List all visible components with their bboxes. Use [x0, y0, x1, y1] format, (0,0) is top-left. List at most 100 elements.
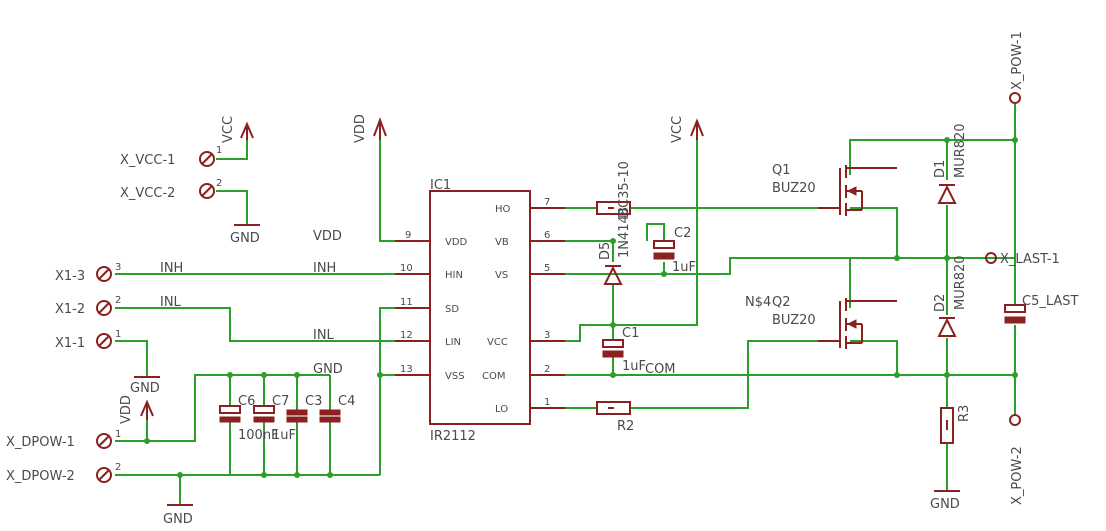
wire-vcc2 [216, 190, 248, 224]
capacitor-c6[interactable] [219, 405, 241, 423]
resistor-r3[interactable] [940, 407, 954, 444]
component-name: C7 [272, 394, 289, 409]
capacitor-c1[interactable] [602, 339, 624, 358]
capacitor-c2[interactable] [653, 240, 675, 260]
supply-label: VCC [221, 116, 236, 143]
ic-pin-name: SD [445, 304, 459, 315]
junction-dot [610, 372, 616, 378]
capacitor-c4[interactable] [319, 409, 341, 423]
wire-vdd-pin9 [379, 140, 430, 242]
junction-dot [1012, 372, 1018, 378]
wire-inl [115, 307, 430, 342]
diode-d2[interactable] [937, 317, 957, 337]
component-value: BUZ20 [772, 313, 816, 328]
junction-dot [944, 137, 950, 143]
junction-dot [894, 255, 900, 261]
component-value: MUR820 [953, 255, 968, 310]
terminal-dpow2[interactable] [96, 467, 112, 483]
net-label: INH [313, 261, 336, 276]
ic-value: IR2112 [430, 429, 476, 444]
component-name: Q2 [772, 295, 791, 310]
component-value: DC35-10 [617, 161, 632, 218]
component-value: 100nF [238, 428, 279, 443]
component-value: 1N4148 [617, 207, 632, 258]
component-name: D1 [933, 160, 948, 178]
junction-dot [294, 372, 300, 378]
supply-label: VDD [353, 114, 368, 143]
mosfet-q2[interactable] [818, 298, 897, 349]
ic-pin-name: COM [482, 371, 505, 382]
gnd-label: GND [230, 231, 260, 246]
terminal-dpow1[interactable] [96, 433, 112, 449]
terminal-pow2[interactable] [1009, 414, 1021, 426]
resistor-r2[interactable] [596, 401, 631, 415]
connector-label: X_VCC-2 [120, 186, 175, 201]
ic-pin-number: 9 [405, 230, 411, 241]
gnd-label: GND [130, 381, 160, 396]
ic-pin-number: 12 [400, 330, 413, 341]
pin-number: 1 [216, 145, 222, 156]
component-name: C2 [674, 226, 691, 241]
pin-number: 2 [216, 178, 222, 189]
component-name: D2 [933, 294, 948, 312]
terminal-vcc2[interactable] [199, 183, 215, 199]
terminal-pow1[interactable] [1009, 92, 1021, 104]
component-name: C1 [622, 326, 639, 341]
resistor-r1[interactable] [596, 201, 631, 215]
junction-dot [610, 322, 616, 328]
ic-pin-number: 3 [544, 330, 550, 341]
mosfet-q1[interactable] [818, 165, 897, 216]
wire-x11-gnd [115, 340, 148, 376]
net-label: N$4 [745, 295, 771, 310]
junction-dot [294, 472, 300, 478]
component-value: 1uF [672, 260, 696, 275]
terminal-x11[interactable] [96, 333, 112, 349]
component-value: MUR820 [953, 123, 968, 178]
ic1[interactable] [395, 190, 565, 425]
terminal-x12[interactable] [96, 300, 112, 316]
gnd-label: GND [163, 512, 193, 527]
junction-dot [227, 372, 233, 378]
ic-pin-number: 2 [544, 364, 550, 375]
wire-q1-source [850, 207, 898, 258]
capacitor-c5[interactable] [1004, 304, 1026, 324]
supply-symbols [134, 117, 960, 506]
terminal-vcc1[interactable] [199, 151, 215, 167]
ic-pin-name: LO [495, 404, 508, 415]
component-name: C3 [305, 394, 322, 409]
junction-dot [377, 372, 383, 378]
ic-pin-number: 11 [400, 297, 413, 308]
ic-pin-number: 13 [400, 364, 413, 375]
terminal-last1[interactable] [985, 252, 997, 264]
net-label: VDD [313, 229, 342, 244]
ic-pin-number: 5 [544, 263, 550, 274]
component-value: 1uF [272, 428, 296, 443]
junction-dot [661, 271, 667, 277]
ic-pin-number: 1 [544, 397, 550, 408]
component-name: C4 [338, 394, 355, 409]
ic-pin-name: VS [495, 270, 508, 281]
ic-pin-number: 10 [400, 263, 413, 274]
diode-d1[interactable] [937, 184, 957, 204]
component-name: R3 [957, 405, 972, 422]
junction-dot [894, 372, 900, 378]
pin-number: 1 [115, 429, 121, 440]
gnd-label: GND [930, 497, 960, 512]
junctions [144, 137, 1018, 478]
pin-number: 2 [115, 295, 121, 306]
connector-label: X1-2 [55, 302, 85, 317]
ic-pin-number: 6 [544, 230, 550, 241]
junction-dot [261, 372, 267, 378]
capacitor-c7[interactable] [253, 405, 275, 423]
component-name: C6 [238, 394, 255, 409]
net-label: INH [160, 261, 183, 276]
ic-pin-name: HIN [445, 270, 463, 281]
wire-vb-c2 [646, 223, 665, 241]
net-label: INL [160, 295, 182, 310]
component-value: BUZ20 [772, 181, 816, 196]
diode-d5[interactable] [603, 265, 623, 285]
ic-pin-name: LIN [445, 337, 461, 348]
capacitor-c3[interactable] [286, 409, 308, 423]
terminal-x13[interactable] [96, 266, 112, 282]
wire-r2-q2 [630, 340, 836, 409]
